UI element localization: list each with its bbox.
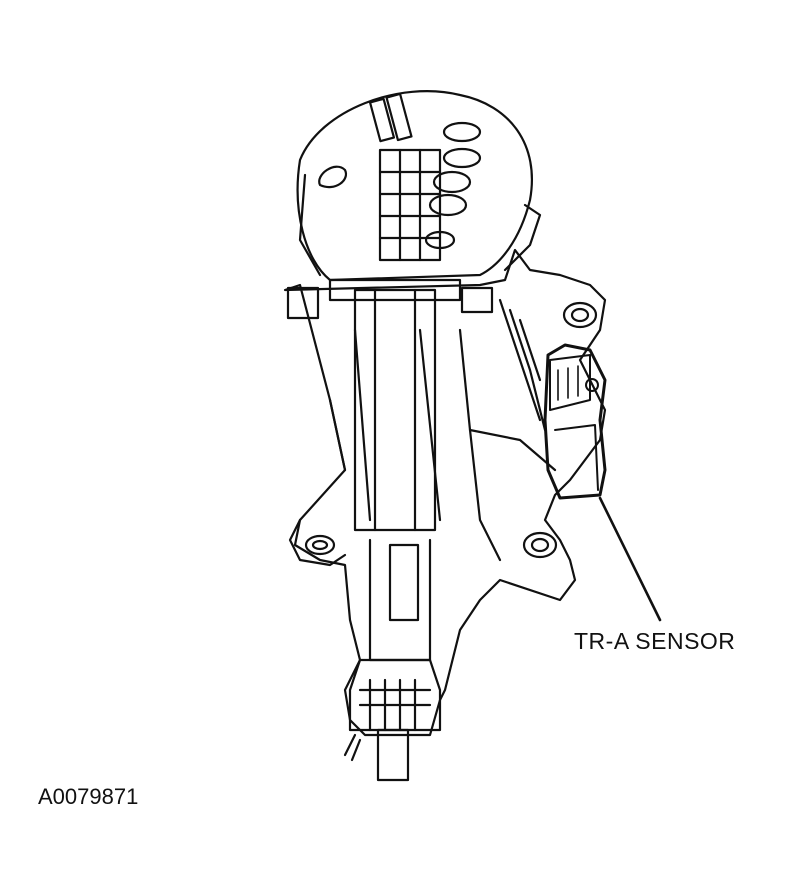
tr-a-sensor-icon xyxy=(543,343,607,500)
figure-id-label: A0079871 xyxy=(38,784,139,809)
tr-a-sensor-label: TR-A SENSOR xyxy=(574,628,736,654)
transmission-housing-icon xyxy=(283,248,607,737)
shift-rail-icon xyxy=(286,278,494,532)
output-shaft-icon xyxy=(343,538,442,782)
selector-disc-icon xyxy=(296,90,542,282)
callout-leader-line xyxy=(598,496,662,622)
